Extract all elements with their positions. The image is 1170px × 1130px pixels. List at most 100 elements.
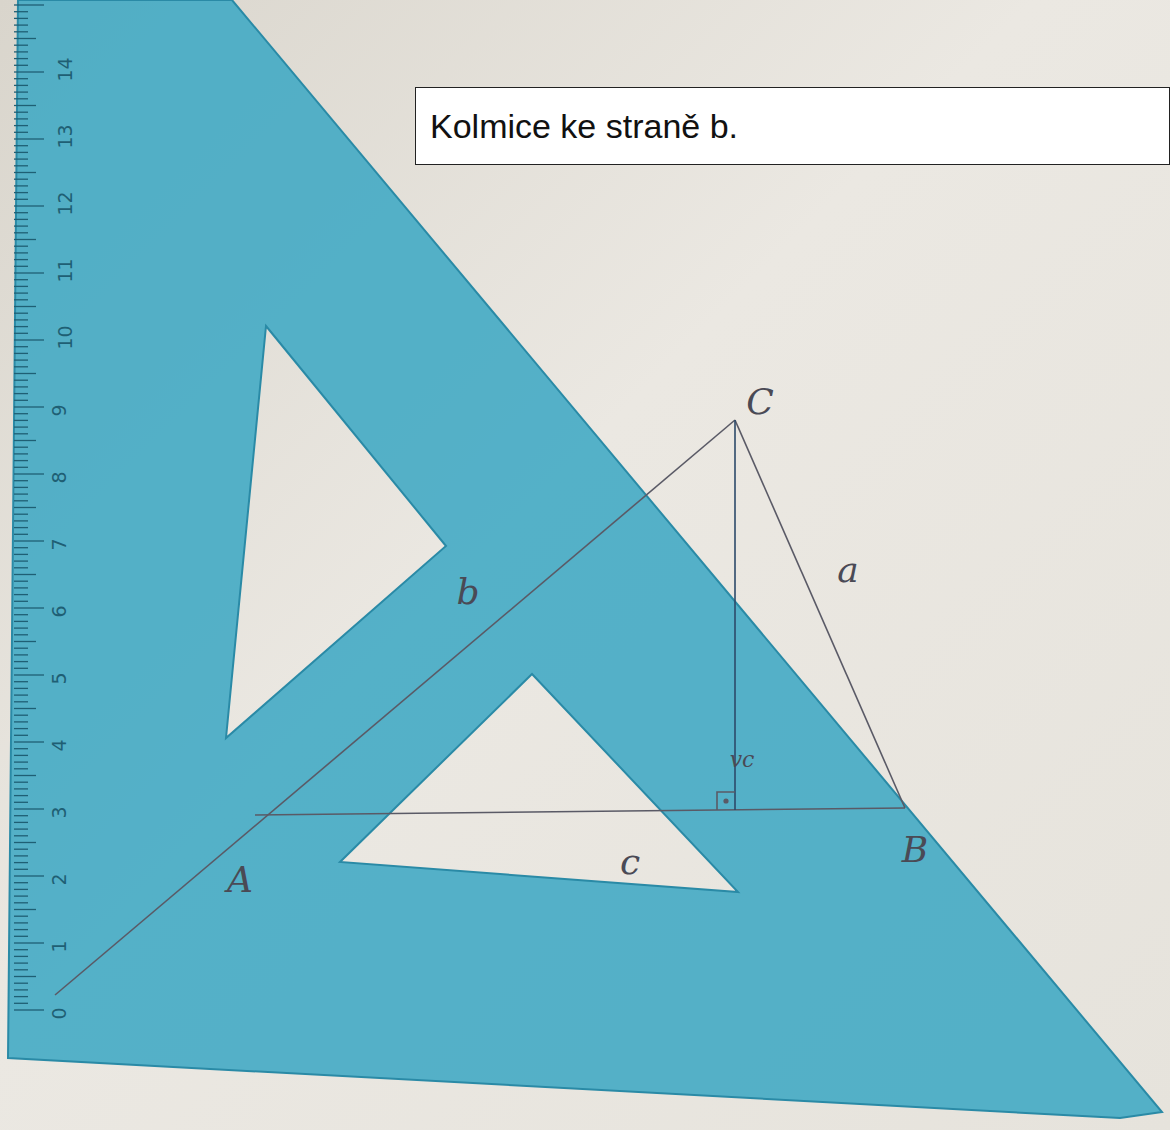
ruler-tick <box>14 279 28 280</box>
ruler-tick <box>14 634 28 635</box>
right-angle-dot <box>724 799 728 803</box>
ruler-tick <box>14 621 28 622</box>
ruler-tick <box>14 386 28 387</box>
ruler-number: 13 <box>55 124 74 148</box>
ruler-number: 2 <box>49 873 68 885</box>
ruler-tick <box>14 145 28 146</box>
ruler-tick <box>14 782 28 783</box>
ruler-number: 8 <box>49 471 68 483</box>
ruler-tick <box>14 614 28 615</box>
ruler-tick <box>14 607 44 608</box>
ruler-tick <box>14 306 36 307</box>
ruler-tick <box>14 112 28 113</box>
ruler-tick <box>14 741 44 742</box>
ruler-tick <box>14 18 28 19</box>
ruler-tick <box>14 339 44 340</box>
ruler-tick <box>14 65 28 66</box>
ruler-tick <box>14 721 28 722</box>
ruler-tick <box>14 708 36 709</box>
ruler-tick <box>14 225 28 226</box>
ruler-number: 1 <box>49 940 68 952</box>
ruler-tick <box>14 158 28 159</box>
ruler-tick <box>14 246 28 247</box>
ruler-tick <box>14 45 28 46</box>
ruler-number: 10 <box>55 325 74 349</box>
ruler-tick <box>14 272 44 273</box>
ruler-tick <box>14 232 28 233</box>
side-label: b <box>456 574 479 610</box>
ruler-tick <box>14 627 28 628</box>
ruler-tick <box>14 534 28 535</box>
ruler-tick <box>14 460 28 461</box>
ruler-tick <box>14 514 28 515</box>
ruler-tick <box>14 259 28 260</box>
ruler-tick <box>14 420 28 421</box>
ruler-tick <box>14 440 36 441</box>
ruler-tick <box>14 413 28 414</box>
ruler-tick <box>14 493 28 494</box>
altitude-label: vc <box>730 749 755 771</box>
ruler-tick <box>14 453 28 454</box>
ruler-tick <box>14 748 28 749</box>
ruler-tick <box>14 239 36 240</box>
ruler-tick <box>14 956 28 957</box>
ruler-tick <box>14 192 28 193</box>
ruler-tick <box>14 252 28 253</box>
side-c <box>255 808 905 815</box>
ruler-tick <box>14 467 28 468</box>
ruler-tick <box>14 761 28 762</box>
ruler-tick <box>14 24 28 25</box>
ruler-number: 14 <box>55 57 74 81</box>
ruler-tick <box>14 292 28 293</box>
ruler-tick <box>14 735 28 736</box>
ruler-tick <box>14 715 28 716</box>
ruler-number: 11 <box>55 258 74 282</box>
ruler-tick <box>14 400 28 401</box>
ruler-tick <box>14 835 28 836</box>
ruler-tick <box>14 661 28 662</box>
ruler-tick <box>14 842 36 843</box>
ruler-tick <box>14 554 28 555</box>
vertex-label: C <box>746 384 774 420</box>
ruler-tick <box>14 118 28 119</box>
ruler-tick <box>14 359 28 360</box>
ruler-tick <box>14 51 28 52</box>
ruler-tick <box>14 936 28 937</box>
ruler-tick <box>14 179 28 180</box>
ruler-tick <box>14 473 44 474</box>
ruler-tick <box>14 433 28 434</box>
ruler-tick <box>14 989 28 990</box>
ruler-tick <box>14 882 28 883</box>
ruler-tick <box>14 11 28 12</box>
ruler-tick <box>14 869 28 870</box>
ruler-tick <box>14 547 28 548</box>
ruler-tick <box>14 380 28 381</box>
ruler-tick <box>14 875 44 876</box>
ruler-tick <box>14 393 28 394</box>
ruler-tick <box>14 889 28 890</box>
ruler-tick <box>14 969 28 970</box>
caption-box: Kolmice ke straně b. <box>415 87 1170 165</box>
ruler-tick <box>14 815 28 816</box>
ruler-tick <box>14 105 36 106</box>
ruler-tick <box>14 902 28 903</box>
right-angle-mark <box>717 792 735 810</box>
ruler-tick <box>14 172 36 173</box>
ruler-tick <box>14 313 28 314</box>
ruler-tick <box>14 674 44 675</box>
ruler-tick <box>14 942 44 943</box>
ruler-tick <box>14 802 28 803</box>
ruler-tick <box>14 38 36 39</box>
ruler-tick <box>14 480 28 481</box>
ruler-tick <box>14 353 28 354</box>
ruler-tick <box>14 333 28 334</box>
ruler-tick <box>14 560 28 561</box>
ruler-tick <box>14 996 28 997</box>
ruler-tick <box>14 138 44 139</box>
ruler-tick <box>14 152 28 153</box>
ruler-tick <box>14 962 28 963</box>
ruler-tick <box>14 862 28 863</box>
ruler-tick <box>14 668 28 669</box>
ruler-tick <box>14 641 36 642</box>
